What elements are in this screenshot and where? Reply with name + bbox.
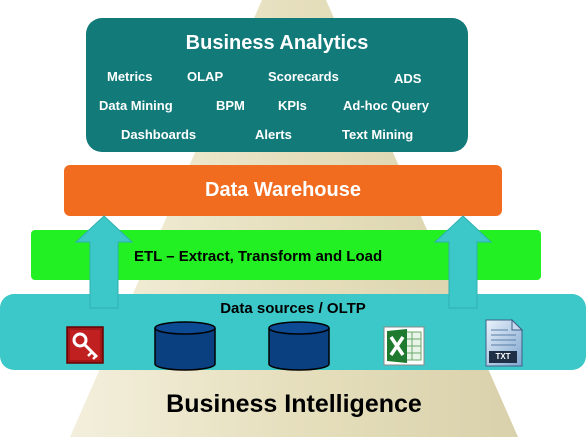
right-up-arrow-icon [433, 215, 493, 309]
database-cylinder-icon [268, 321, 330, 371]
data-warehouse-label: Data Warehouse [205, 179, 361, 201]
analytics-item-bpm: BPM [216, 98, 245, 113]
business-analytics-title: Business Analytics [185, 32, 369, 54]
analytics-item-metrics: Metrics [107, 69, 153, 84]
database-cylinder-icon [154, 321, 216, 371]
analytics-item-adhoc-query: Ad-hoc Query [343, 98, 429, 113]
analytics-item-olap: OLAP [187, 69, 224, 84]
data-warehouse-bar: Data Warehouse [64, 165, 502, 216]
txt-badge-label: TXT [495, 352, 511, 361]
analytics-item-text-mining: Text Mining [342, 127, 414, 142]
excel-icon [383, 326, 425, 366]
left-up-arrow-icon [74, 215, 134, 309]
business-analytics-box: Business Analytics Metrics OLAP Scorecar… [86, 18, 468, 152]
access-db-icon [66, 326, 104, 364]
analytics-item-alerts: Alerts [255, 127, 292, 142]
analytics-item-dashboards: Dashboards [121, 127, 197, 142]
analytics-item-data-mining: Data Mining [99, 98, 173, 113]
analytics-item-ads: ADS [394, 71, 422, 86]
text-file-icon [485, 318, 524, 367]
analytics-item-scorecards: Scorecards [268, 69, 339, 84]
etl-label: ETL – Extract, Transform and Load [134, 248, 383, 265]
analytics-item-kpis: KPIs [278, 98, 307, 113]
business-intelligence-title: Business Intelligence [166, 390, 422, 418]
data-sources-label: Data sources / OLTP [220, 300, 366, 317]
